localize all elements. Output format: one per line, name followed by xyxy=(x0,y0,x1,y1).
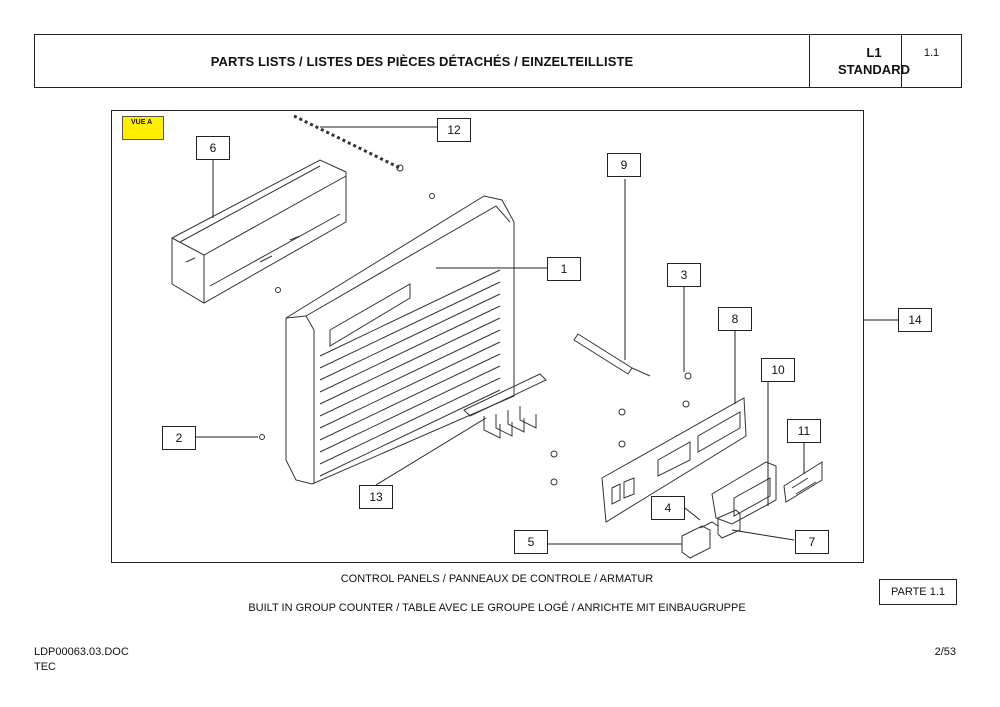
model-variant: STANDARD xyxy=(838,62,910,77)
section-number: 1.1 xyxy=(901,35,961,87)
footer-dept: TEC xyxy=(34,661,56,673)
callout-9: 9 xyxy=(607,153,641,177)
callout-12: 12 xyxy=(437,118,471,142)
part-12-cable xyxy=(293,114,404,172)
part-10-controller xyxy=(711,461,777,525)
callout-13: 13 xyxy=(359,485,393,509)
page-number: 2/53 xyxy=(934,646,956,658)
callout-1: 1 xyxy=(547,257,581,281)
callout-2: 2 xyxy=(162,426,196,450)
model-code: L1 xyxy=(866,45,882,60)
callout-10: 10 xyxy=(761,358,795,382)
part-1-panel xyxy=(285,195,515,485)
view-label: VUE A xyxy=(122,116,164,140)
caption-group-counter: BUILT IN GROUP COUNTER / TABLE AVEC LE G… xyxy=(248,602,746,614)
callout-3: 3 xyxy=(667,263,701,287)
part-9-bar xyxy=(573,333,651,377)
footer-doc-id: LDP00063.03.DOC xyxy=(34,646,129,658)
model-cell: L1 STANDARD xyxy=(809,35,938,87)
exploded-view-frame xyxy=(111,110,864,563)
callout-4: 4 xyxy=(651,496,685,520)
caption-control-panels: CONTROL PANELS / PANNEAUX DE CONTROLE / … xyxy=(340,573,654,585)
callout-14: 14 xyxy=(898,308,932,332)
part-6-box xyxy=(171,159,347,304)
callout-8: 8 xyxy=(718,307,752,331)
parte-box: PARTE 1.1 xyxy=(879,579,957,605)
part-8-plate xyxy=(601,397,747,523)
callout-6: 6 xyxy=(196,136,230,160)
callout-5: 5 xyxy=(514,530,548,554)
switches-4-5-7 xyxy=(681,509,741,559)
part-11-label xyxy=(783,461,823,503)
part-3-grommets xyxy=(550,372,692,486)
callout-7: 7 xyxy=(795,530,829,554)
header-table: PARTS LISTS / LISTES DES PIÈCES DÉTACHÉS… xyxy=(34,34,962,88)
part-13-bracket xyxy=(463,373,547,439)
document-title: PARTS LISTS / LISTES DES PIÈCES DÉTACHÉS… xyxy=(210,53,634,69)
callout-11: 11 xyxy=(787,419,821,443)
